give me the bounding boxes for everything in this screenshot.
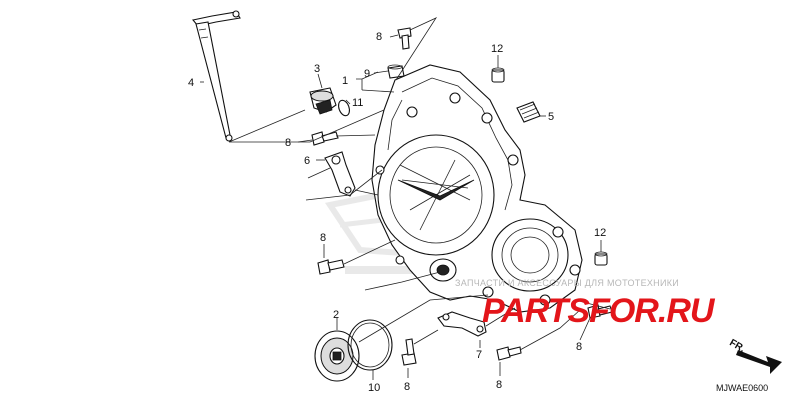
bolt-8-bottom-left-part (401, 338, 417, 366)
clamp-7-part (437, 311, 487, 337)
callout-8-mid: 8 (320, 232, 326, 244)
callout-8-bottom-left: 8 (404, 381, 410, 393)
callout-11: 11 (352, 97, 363, 109)
callout-8-bottom-mid: 8 (496, 379, 502, 391)
callout-numbers: 1 2 3 4 5 6 7 8 8 8 8 8 8 9 10 11 12 12 (188, 31, 606, 394)
callout-12-top: 12 (491, 43, 503, 55)
bolt-8-top-part (397, 27, 412, 50)
callout-6: 6 (304, 155, 310, 167)
brand-main: PARTSFOR (482, 292, 659, 330)
callout-1: 1 (342, 75, 348, 87)
callout-8-left: 8 (285, 137, 291, 149)
callout-10: 10 (368, 382, 380, 394)
callout-2: 2 (333, 309, 339, 321)
callout-4: 4 (188, 77, 194, 89)
lifter-shaft-part (191, 10, 241, 142)
filter-5-part (516, 101, 541, 123)
callout-3: 3 (314, 63, 320, 75)
callout-12-lower: 12 (594, 227, 606, 239)
leader-lines (200, 17, 611, 380)
dowel-12-upper-part (491, 67, 505, 83)
callout-9: 9 (364, 68, 370, 80)
callout-7: 7 (476, 349, 482, 361)
dowel-9-part (387, 64, 405, 79)
watermark-brand: PARTSFOR.RU (482, 292, 715, 331)
brand-domain: .RU (657, 292, 715, 330)
front-direction-arrow: FR. (727, 337, 782, 374)
bolt-8-left-part (311, 131, 339, 146)
callout-5: 5 (548, 111, 554, 123)
cap-2-part (314, 330, 360, 382)
drawing-code: MJWAE0600 (716, 383, 769, 393)
bolt-8-bottom-mid-part (496, 346, 522, 361)
crankcase-cover-part (371, 64, 583, 313)
callout-8-top: 8 (376, 31, 382, 43)
dowel-12-lower-part (594, 251, 608, 266)
oring-10-part (347, 319, 393, 371)
lifter-piece-part (309, 87, 337, 115)
callout-8-right: 8 (576, 341, 582, 353)
oring-11-part (338, 99, 350, 117)
watermark-tagline: ЗАПЧАСТИ И АКСЕССУАРЫ ДЛЯ МОТОТЕХНИКИ (455, 278, 680, 288)
bolt-8-mid-part (317, 259, 345, 275)
guide-plate-6-part (324, 151, 356, 197)
